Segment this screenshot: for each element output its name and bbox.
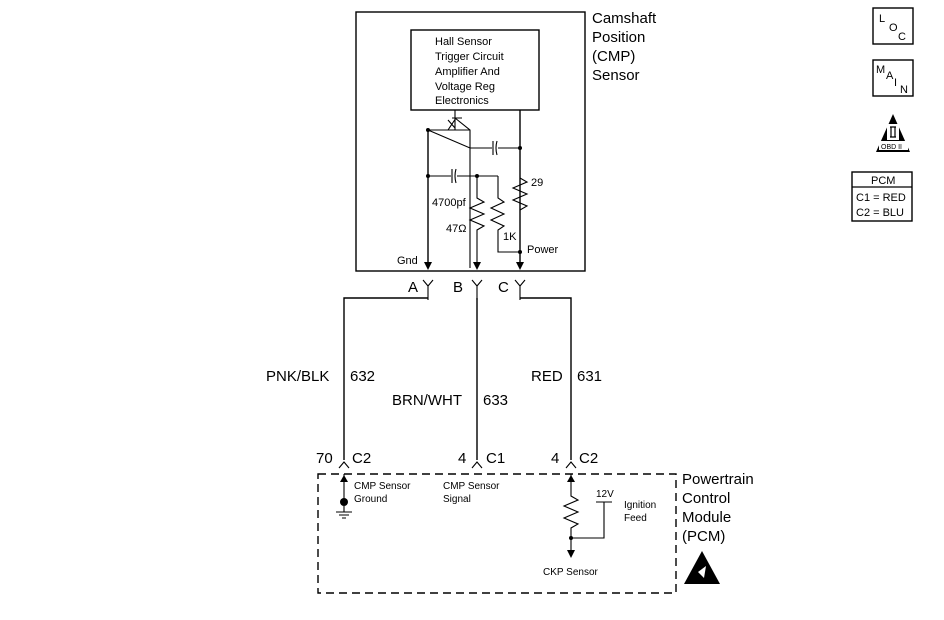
svg-text:RED: RED [531,368,563,385]
svg-text:Amplifier And: Amplifier And [435,66,500,78]
svg-text:632: 632 [350,368,375,385]
svg-text:Ignition: Ignition [624,500,656,511]
svg-text:(PCM): (PCM) [682,528,725,545]
cap-4700pf-label: 4700pf [432,197,467,209]
pin-c-label: C [498,279,509,296]
svg-text:Control: Control [682,490,730,507]
hall-electronics-label: Hall Sensor Trigger Circuit Amplifier An… [435,36,504,107]
pcm-connector-legend: PCM C1 = RED C2 = BLU [851,171,913,222]
pcm-title: Powertrain Control Module (PCM) [682,471,754,545]
svg-text:Signal: Signal [443,494,471,505]
svg-text:BRN/WHT: BRN/WHT [392,392,462,409]
hall-electronics-block [410,29,540,111]
obd-ii-icon: OBD II [876,114,910,152]
wire-631: RED 631 [520,297,602,460]
power-label: Power [527,244,559,256]
svg-text:Sensor: Sensor [592,67,640,84]
svg-text:(CMP): (CMP) [592,48,635,65]
svg-text:631: 631 [577,368,602,385]
svg-text:N: N [900,84,908,96]
res-1k-label: 1K [503,231,517,243]
svg-text:C2 = BLU: C2 = BLU [856,207,904,219]
loc-icon: L O C [872,7,914,45]
svg-text:O: O [889,22,898,34]
pin-b-label: B [453,279,463,296]
svg-text:Electronics: Electronics [435,95,489,107]
svg-text:Powertrain: Powertrain [682,471,754,488]
svg-text:Position: Position [592,29,645,46]
svg-text:CKP Sensor: CKP Sensor [543,567,599,578]
svg-text:Feed: Feed [624,513,647,524]
svg-text:Voltage Reg: Voltage Reg [435,81,495,93]
svg-text:C: C [898,31,906,43]
svg-text:OBD II: OBD II [881,144,902,151]
res-29-label: 29 [531,177,543,189]
pcm-power-circuit: 12V Ignition Feed CKP Sensor [543,474,656,578]
gnd-label: Gnd [397,255,418,267]
sensor-internal-circuit [424,110,529,270]
wire-633: BRN/WHT 633 [392,298,508,460]
svg-text:4: 4 [551,450,559,467]
svg-text:C1: C1 [486,450,505,467]
pcm-connector-pins: 70 C2 4 C1 4 C2 [316,450,598,469]
svg-text:Camshaft: Camshaft [592,10,657,27]
svg-text:M: M [876,64,885,76]
svg-text:I: I [894,77,897,89]
svg-text:Hall Sensor: Hall Sensor [435,36,492,48]
svg-text:CMP Sensor: CMP Sensor [443,481,500,492]
main-icon: M A I N [872,59,914,97]
svg-text:Ground: Ground [354,494,387,505]
res-47-label: 47Ω [446,223,466,235]
svg-text:C2: C2 [579,450,598,467]
svg-text:C2: C2 [352,450,371,467]
esd-warning-icon [684,551,720,584]
pin-a-label: A [408,279,418,296]
svg-text:Trigger Circuit: Trigger Circuit [435,51,504,63]
svg-text:PNK/BLK: PNK/BLK [266,368,329,385]
svg-text:Module: Module [682,509,731,526]
svg-text:CMP Sensor: CMP Sensor [354,481,411,492]
sensor-connector: A B C [408,279,526,300]
pcm-ground-circuit: CMP Sensor Ground [336,474,411,519]
svg-text:L: L [879,13,885,25]
cmp-sensor-housing [355,11,586,272]
svg-text:C1 = RED: C1 = RED [856,192,906,204]
svg-text:4: 4 [458,450,466,467]
svg-text:70: 70 [316,450,333,467]
svg-text:A: A [886,70,894,82]
cmp-sensor-title: Camshaft Position (CMP) Sensor [592,10,657,84]
wire-632: PNK/BLK 632 [266,297,428,460]
pcm-signal-circuit: CMP Sensor Signal [443,481,500,505]
svg-text:633: 633 [483,392,508,409]
svg-text:12V: 12V [596,489,614,500]
pcm-housing [317,473,677,594]
svg-text:PCM: PCM [871,175,895,187]
